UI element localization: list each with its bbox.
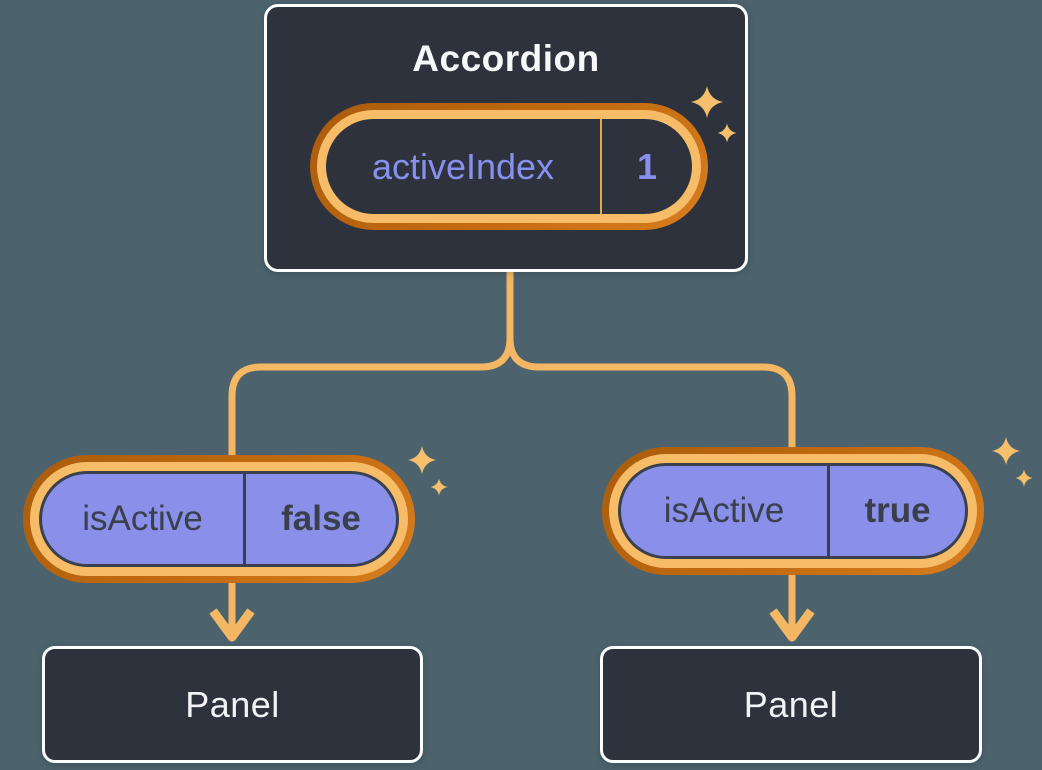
prop-pill-ring: isActive true	[609, 454, 977, 568]
sparkle-icon	[430, 478, 448, 496]
panel-label: Panel	[185, 683, 280, 725]
prop-pill-isactive-right: isActive true	[602, 447, 984, 575]
prop-pill-ring: isActive false	[30, 462, 408, 576]
prop-pill-value: false	[281, 499, 361, 538]
prop-pill-value: true	[864, 491, 931, 530]
state-pill-value: 1	[636, 145, 658, 187]
state-pill-activeindex: activeIndex 1	[310, 103, 708, 230]
state-pill-label: activeIndex	[371, 145, 555, 187]
accordion-title: Accordion	[412, 38, 600, 79]
arrow-down-icon	[769, 608, 815, 642]
state-pill-ring: activeIndex 1	[317, 110, 701, 223]
prop-pill-body: isActive true	[618, 463, 968, 559]
arrow-down-icon	[209, 608, 255, 642]
panel-box-right: Panel	[600, 646, 982, 763]
panel-label: Panel	[743, 683, 839, 725]
state-pill-divider	[600, 119, 602, 214]
sparkle-icon	[992, 437, 1020, 465]
state-pill-body: activeIndex 1	[326, 119, 692, 214]
prop-pill-label: isActive	[663, 491, 785, 530]
panel-box-left: Panel	[42, 646, 423, 763]
sparkle-icon	[1015, 469, 1033, 487]
prop-pill-isactive-left: isActive false	[23, 455, 415, 583]
prop-pill-label: isActive	[82, 499, 203, 538]
prop-pill-divider	[827, 466, 830, 556]
prop-pill-body: isActive false	[39, 471, 399, 567]
sparkle-icon	[408, 446, 436, 474]
